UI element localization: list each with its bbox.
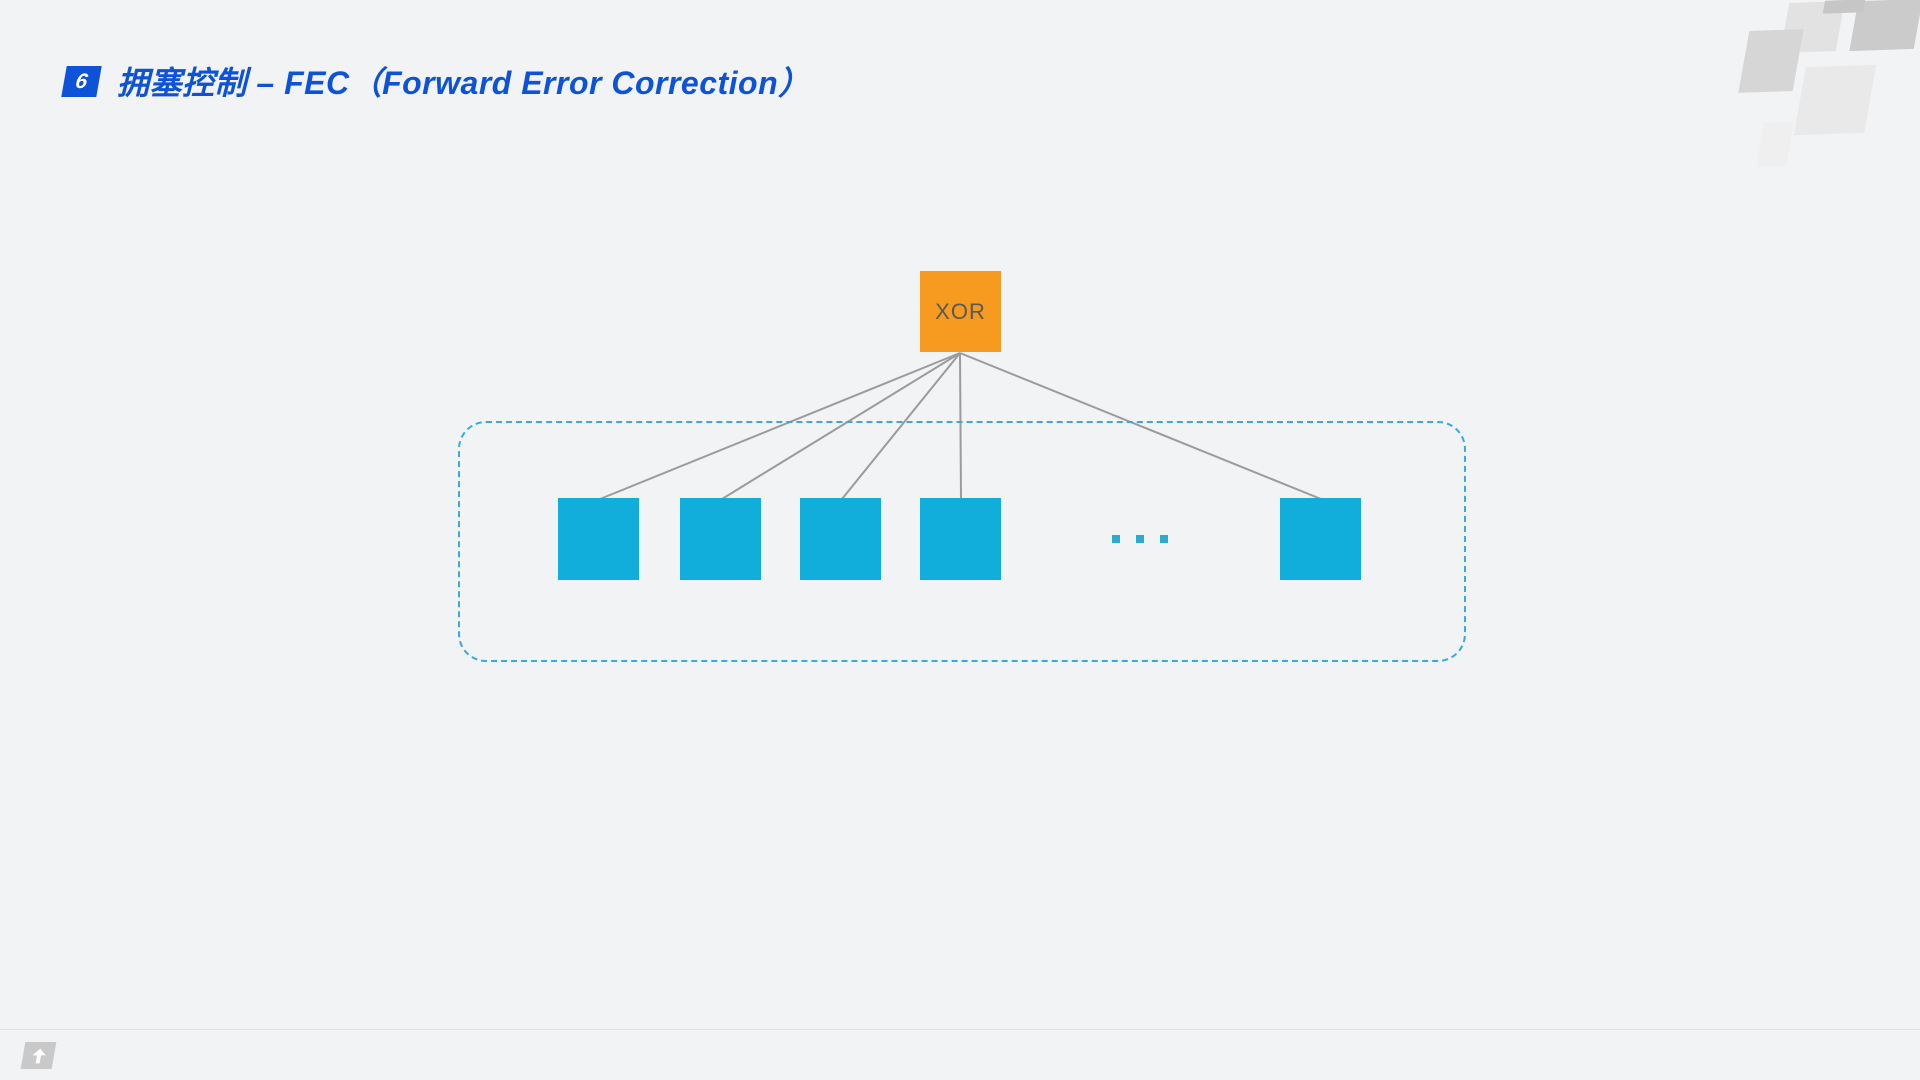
data-packet-box [680, 498, 761, 580]
decor-square [1793, 64, 1877, 136]
data-packet-box [558, 498, 639, 580]
up-arrow-icon [31, 1048, 46, 1063]
slide-number-badge: 6 [61, 65, 102, 97]
footer-divider [0, 1029, 1920, 1030]
decor-square [1822, 0, 1866, 14]
data-packet-box [920, 498, 1001, 580]
slide-header: 6 拥塞控制 – FEC（Forward Error Correction） [61, 58, 811, 104]
data-packet-box [800, 498, 881, 580]
decor-square [1755, 121, 1795, 168]
data-packet-box [1280, 498, 1361, 580]
xor-label: XOR [935, 298, 986, 324]
up-arrow-logo-icon [20, 1042, 57, 1069]
ellipsis-dots [1112, 535, 1168, 543]
ellipsis-dot [1112, 535, 1120, 543]
data-packet-group [458, 421, 1466, 662]
ellipsis-dot [1136, 535, 1144, 543]
ellipsis-dot [1160, 535, 1168, 543]
decor-square [1738, 29, 1804, 93]
slide-number: 6 [73, 69, 90, 92]
page-title: 拥塞控制 – FEC（Forward Error Correction） [117, 65, 811, 101]
xor-node: XOR [920, 271, 1001, 352]
